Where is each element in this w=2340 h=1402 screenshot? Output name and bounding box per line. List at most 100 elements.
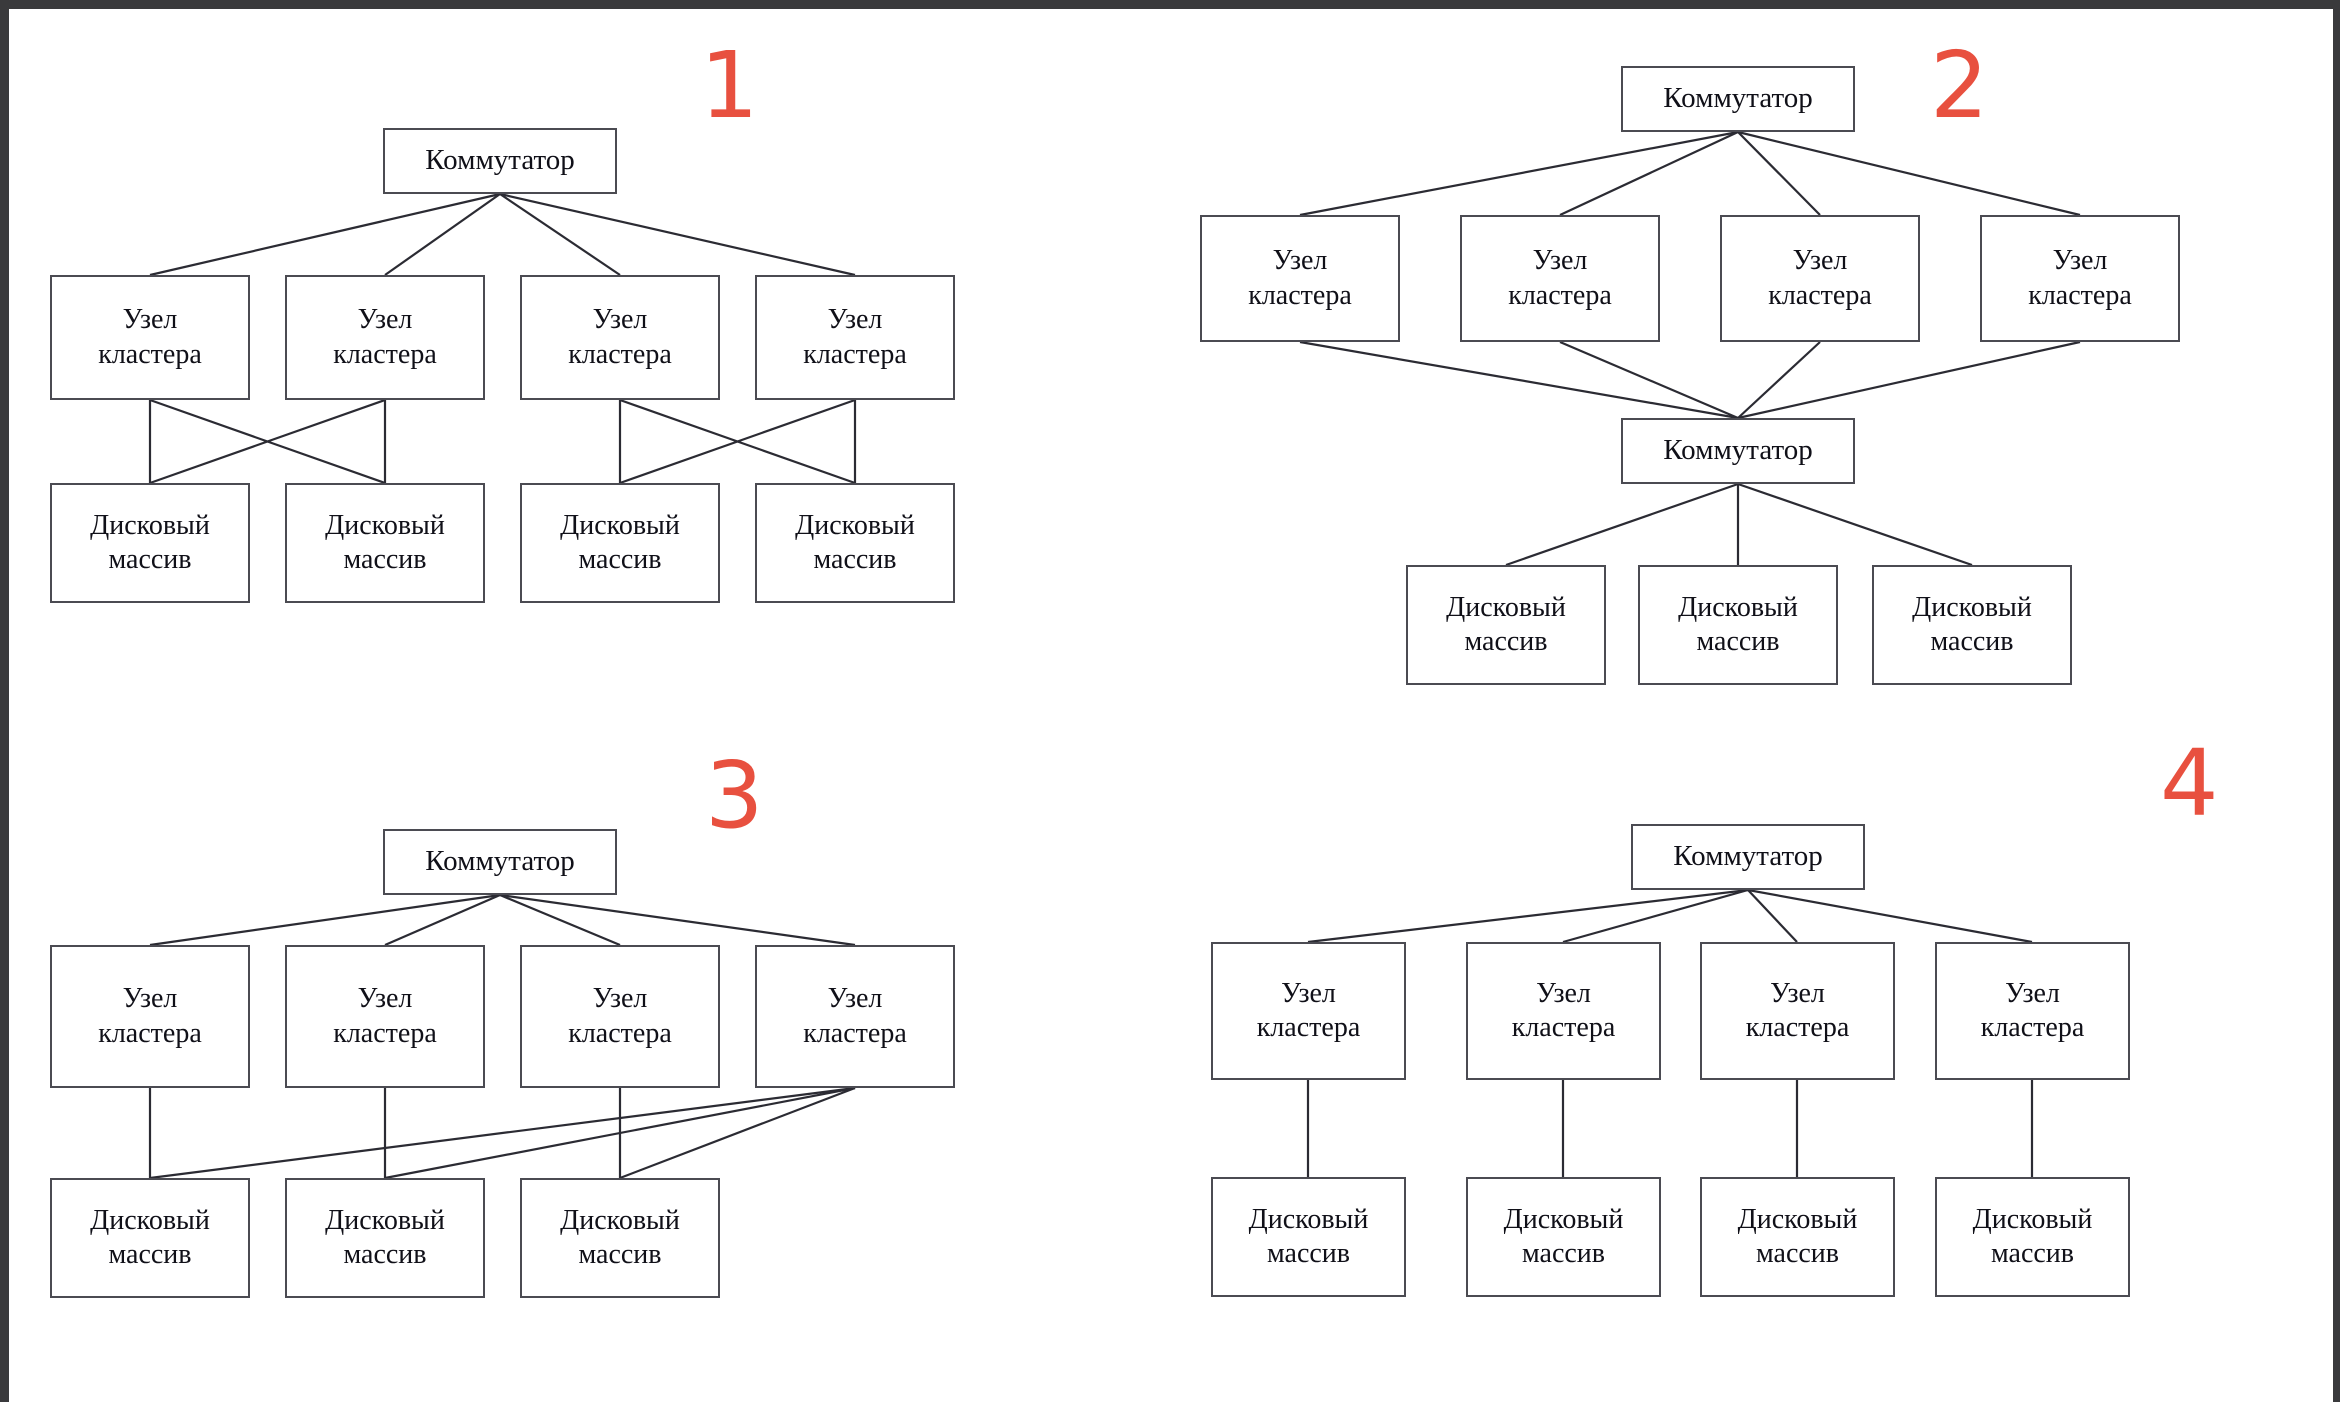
disk-array-label-line1: Дисковый — [1912, 591, 2032, 623]
disk-array-box[interactable]: Дисковый массив — [285, 483, 485, 603]
cluster-node-box[interactable]: Узел кластера — [755, 945, 955, 1088]
diagram-2: Коммутатор Узел кластера Узел кластера У… — [1160, 0, 2340, 700]
disk-array-box[interactable]: Дисковый массив — [520, 483, 720, 603]
diagram-number: 3 — [705, 742, 764, 849]
disk-array-box[interactable]: Дисковый массив — [50, 483, 250, 603]
disk-array-box[interactable]: Дисковый массив — [1211, 1177, 1406, 1297]
disk-array-label-line2: массив — [1990, 1238, 2074, 1269]
cluster-node-box[interactable]: Узел кластера — [50, 945, 250, 1088]
cluster-node-box[interactable]: Узел кластера — [1700, 942, 1895, 1080]
disk-array-label-line2: массив — [343, 544, 427, 575]
disk-array-label-line1: Дисковый — [325, 509, 445, 541]
disk-array-label-line2: массив — [1464, 626, 1548, 657]
cluster-node-label-line1: Узел — [1532, 245, 1588, 277]
cluster-node-label-line2: кластера — [98, 338, 202, 370]
switch-box[interactable]: Коммутатор — [383, 829, 617, 895]
switch-box[interactable]: Коммутатор — [1621, 66, 1855, 132]
diagram-number: 1 — [700, 32, 759, 139]
cluster-node-label-line2: кластера — [1511, 1012, 1616, 1043]
cluster-node-label-line2: кластера — [1980, 1012, 2085, 1043]
cluster-node-label-line2: кластера — [1768, 279, 1872, 311]
switch-label: Коммутатор — [425, 845, 575, 878]
disk-array-label-line1: Дисковый — [560, 509, 680, 541]
cluster-node-label-line1: Узел — [1272, 245, 1328, 277]
disk-array-label-line2: массив — [108, 544, 192, 575]
disk-array-label-line1: Дисковый — [560, 1204, 680, 1236]
cluster-node-label-line1: Узел — [1792, 245, 1848, 277]
cluster-node-label-line1: Узел — [827, 304, 883, 336]
disk-array-box[interactable]: Дисковый массив — [285, 1178, 485, 1298]
cluster-node-box[interactable]: Узел кластера — [1211, 942, 1406, 1080]
cluster-node-box[interactable]: Узел кластера — [1466, 942, 1661, 1080]
cluster-node-box[interactable]: Узел кластера — [285, 275, 485, 400]
disk-array-label-line1: Дисковый — [325, 1204, 445, 1236]
disk-array-box[interactable]: Дисковый массив — [755, 483, 955, 603]
disk-array-box[interactable]: Дисковый массив — [1700, 1177, 1895, 1297]
cluster-node-label-line1: Узел — [592, 983, 648, 1015]
cluster-node-box[interactable]: Узел кластера — [1200, 215, 1400, 342]
diagram-3: Коммутатор Узел кластера Узел кластера У… — [0, 700, 1160, 1402]
switch-label: Коммутатор — [1663, 434, 1813, 467]
cluster-node-label-line1: Узел — [1770, 977, 1825, 1009]
cluster-node-label-line2: кластера — [1745, 1012, 1850, 1043]
cluster-node-box[interactable]: Узел кластера — [50, 275, 250, 400]
disk-array-label-line1: Дисковый — [90, 509, 210, 541]
switch-box[interactable]: Коммутатор — [1631, 824, 1865, 890]
switch-label: Коммутатор — [1673, 840, 1823, 873]
switch-label: Коммутатор — [425, 144, 575, 177]
switch-label: Коммутатор — [1663, 82, 1813, 115]
disk-array-label-line1: Дисковый — [1503, 1203, 1624, 1235]
disk-array-box[interactable]: Дисковый массив — [1406, 565, 1606, 685]
disk-array-label-line2: массив — [578, 544, 662, 575]
diagram-1: Коммутатор Узел кластера Узел кластера У… — [0, 0, 1160, 700]
disk-array-label-line1: Дисковый — [1678, 591, 1798, 623]
cluster-node-label-line2: кластера — [803, 338, 907, 370]
disk-array-label-line2: массив — [813, 544, 897, 575]
cluster-node-label-line2: кластера — [98, 1017, 202, 1049]
cluster-node-label-line1: Узел — [827, 983, 883, 1015]
switch-box[interactable]: Коммутатор — [383, 128, 617, 194]
cluster-node-label-line1: Узел — [122, 304, 178, 336]
cluster-node-label-line1: Узел — [2005, 977, 2060, 1009]
page-edge-right — [2333, 0, 2340, 1402]
cluster-node-box[interactable]: Узел кластера — [1720, 215, 1920, 342]
disk-array-label-line2: массив — [1266, 1238, 1350, 1269]
diagram-number: 2 — [1930, 32, 1989, 139]
cluster-node-box[interactable]: Узел кластера — [520, 945, 720, 1088]
cluster-node-label-line2: кластера — [1508, 279, 1612, 311]
disk-array-box[interactable]: Дисковый массив — [50, 1178, 250, 1298]
disk-array-label-line2: массив — [1755, 1238, 1839, 1269]
cluster-node-label-line1: Узел — [592, 304, 648, 336]
disk-array-box[interactable]: Дисковый массив — [1638, 565, 1838, 685]
disk-array-label-line2: массив — [108, 1239, 192, 1270]
cluster-node-label-line2: кластера — [1248, 279, 1352, 311]
cluster-node-label-line2: кластера — [803, 1017, 907, 1049]
cluster-node-label-line2: кластера — [568, 338, 672, 370]
disk-array-box[interactable]: Дисковый массив — [1935, 1177, 2130, 1297]
cluster-node-label-line1: Узел — [357, 304, 413, 336]
cluster-node-label-line1: Узел — [1536, 977, 1591, 1009]
disk-array-box[interactable]: Дисковый массив — [520, 1178, 720, 1298]
disk-array-label-line1: Дисковый — [795, 509, 915, 541]
cluster-node-label-line2: кластера — [333, 1017, 437, 1049]
cluster-node-label-line1: Узел — [122, 983, 178, 1015]
cluster-node-box[interactable]: Узел кластера — [285, 945, 485, 1088]
cluster-node-box[interactable]: Узел кластера — [755, 275, 955, 400]
disk-array-label-line1: Дисковый — [1446, 591, 1566, 623]
cluster-node-label-line2: кластера — [1256, 1012, 1361, 1043]
diagram-4: Коммутатор Узел кластера Узел кластера У… — [1160, 700, 2340, 1402]
disk-array-box[interactable]: Дисковый массив — [1466, 1177, 1661, 1297]
cluster-node-label-line2: кластера — [333, 338, 437, 370]
disk-array-label-line2: массив — [1521, 1238, 1605, 1269]
disk-array-label-line2: массив — [578, 1239, 662, 1270]
cluster-node-box[interactable]: Узел кластера — [1460, 215, 1660, 342]
cluster-node-box[interactable]: Узел кластера — [1980, 215, 2180, 342]
cluster-node-box[interactable]: Узел кластера — [520, 275, 720, 400]
cluster-node-label-line2: кластера — [568, 1017, 672, 1049]
switch-box[interactable]: Коммутатор — [1621, 418, 1855, 484]
cluster-node-box[interactable]: Узел кластера — [1935, 942, 2130, 1080]
page-edge-left — [0, 0, 9, 1402]
disk-array-label-line1: Дисковый — [1737, 1203, 1858, 1235]
disk-array-box[interactable]: Дисковый массив — [1872, 565, 2072, 685]
